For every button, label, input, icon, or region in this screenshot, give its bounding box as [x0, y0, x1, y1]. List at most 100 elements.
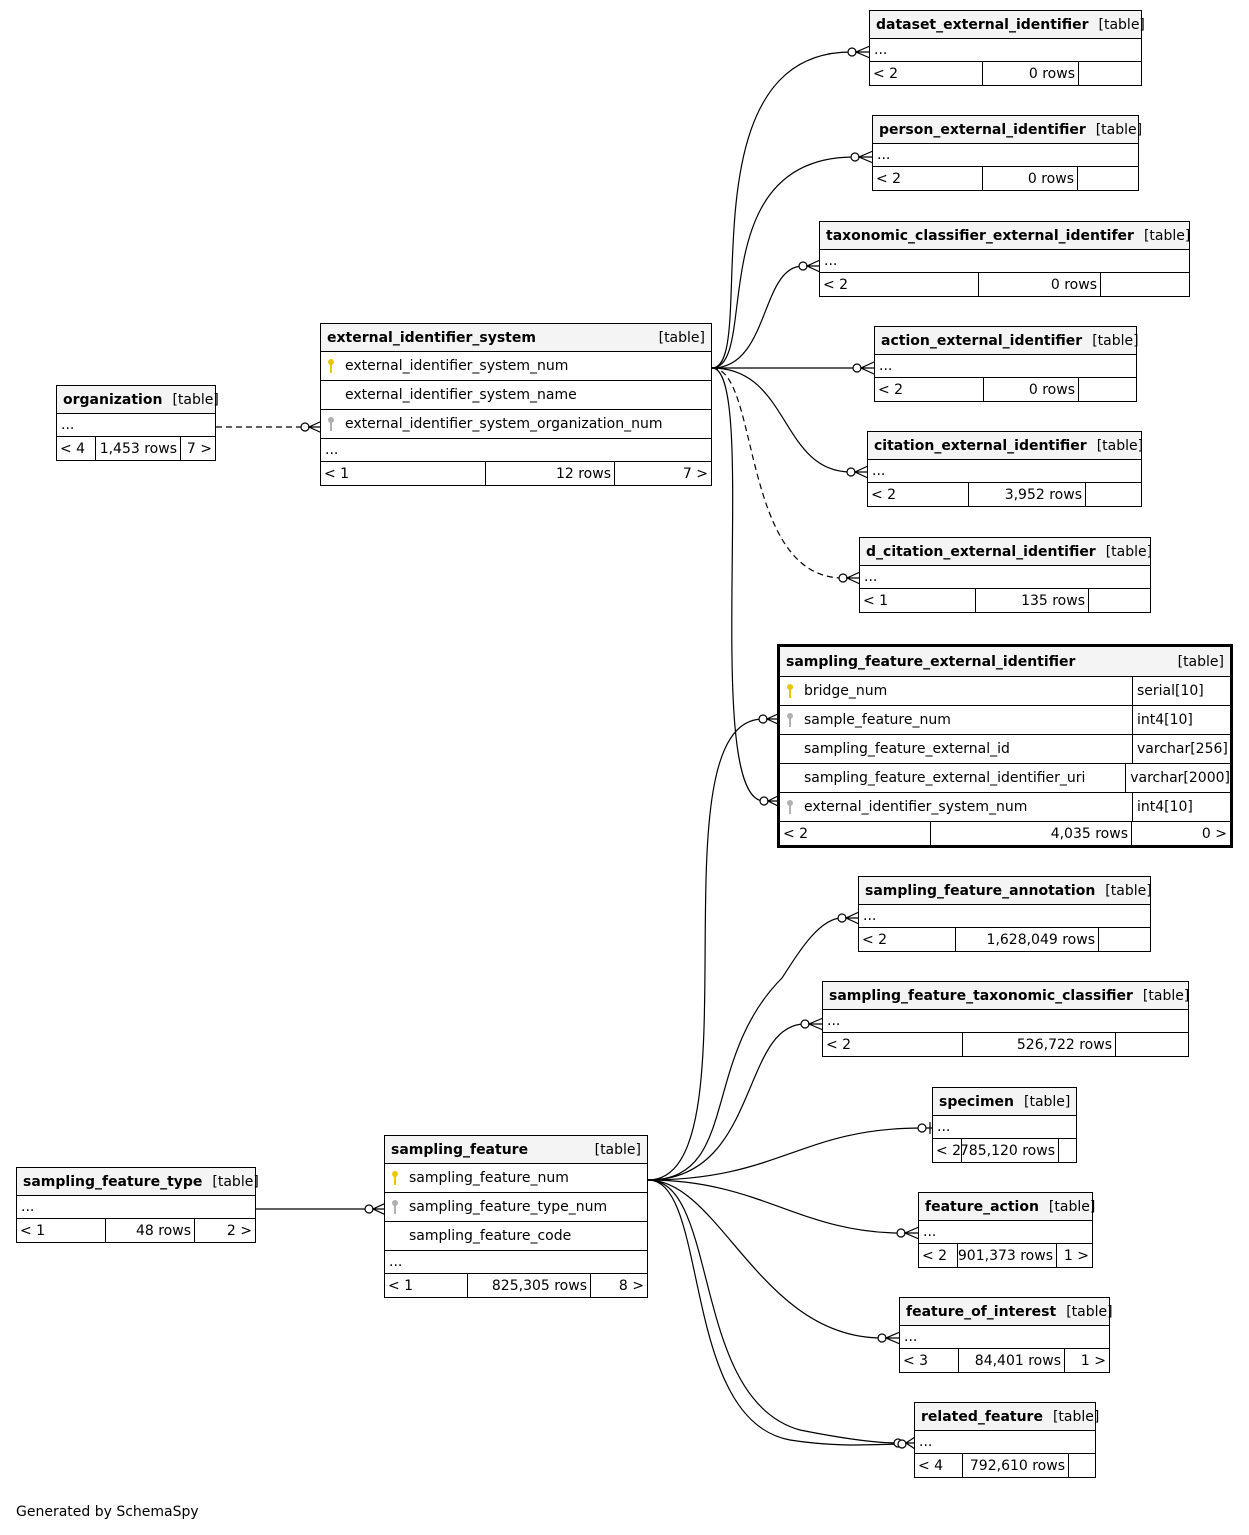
more-columns: ...	[919, 1221, 1092, 1244]
column-name: external_identifier_system_num	[804, 799, 1028, 815]
parents-count: < 2	[862, 931, 888, 948]
table-d-citation-external-identifier[interactable]: d_citation_external_identifier[table] ..…	[859, 537, 1153, 613]
children-count	[1079, 378, 1136, 401]
row-count: 1,628,049 rows	[955, 928, 1099, 951]
column-row: external_identifier_system_num	[321, 352, 711, 381]
parents-count: < 1	[20, 1222, 46, 1239]
more-columns: ...	[859, 905, 1150, 928]
row-count: 825,305 rows	[467, 1274, 591, 1297]
column-name: external_identifier_system_organization_…	[345, 416, 663, 432]
parents-count: < 2	[873, 65, 899, 82]
table-action-external-identifier[interactable]: action_external_identifier[table] ... < …	[874, 326, 1139, 402]
column-type: varchar[256]	[1132, 735, 1230, 763]
more-columns: ...	[823, 1010, 1188, 1033]
row-count: 0 rows	[978, 273, 1101, 296]
row-count: 1,453 rows	[95, 437, 181, 460]
more-columns: ...	[933, 1116, 1076, 1139]
column-name: sampling_feature_external_identifier_uri	[804, 770, 1086, 786]
column-row: external_identifier_system_organization_…	[321, 410, 711, 439]
table-kind: [table]	[1098, 16, 1145, 33]
table-name: sampling_feature_external_identifier	[786, 653, 1076, 670]
table-kind: [table]	[1092, 332, 1139, 349]
more-columns: ...	[900, 1326, 1109, 1349]
edge-sf-related1	[647, 1179, 899, 1444]
table-sampling-feature-annotation[interactable]: sampling_feature_annotation [table] ... <…	[858, 876, 1152, 952]
row-count: 0 rows	[983, 378, 1079, 401]
table-name: external_identifier_system	[327, 329, 536, 346]
children-count	[1116, 1033, 1188, 1056]
children-count: 7 >	[682, 465, 708, 482]
children-count: 1 >	[1063, 1247, 1089, 1264]
table-kind: [table]	[1105, 882, 1152, 899]
row-count: 84,401 rows	[958, 1349, 1065, 1372]
table-sampling-feature[interactable]: sampling_feature[table] sampling_feature…	[384, 1135, 648, 1298]
table-sampling-feature-external-identifier[interactable]: sampling_feature_external_identifier [tab…	[777, 644, 1233, 848]
table-name: related_feature	[921, 1408, 1043, 1425]
edge-sf-featureaction	[647, 1179, 902, 1234]
parents-count: < 1	[324, 465, 350, 482]
table-name: sampling_feature_annotation	[865, 882, 1096, 899]
parents-count: < 3	[903, 1352, 929, 1369]
children-count	[1069, 1454, 1095, 1477]
edge-sf-annotation	[647, 917, 843, 1181]
children-count	[1078, 167, 1138, 190]
foreign-key-icon	[392, 1200, 398, 1214]
parents-count: < 2	[936, 1142, 962, 1159]
column-row: sampling_feature_code	[385, 1222, 647, 1251]
more-columns: ...	[820, 250, 1189, 273]
more-columns: ...	[873, 144, 1138, 167]
table-name: dataset_external_identifier	[876, 16, 1089, 33]
table-taxonomic-classifier-external-identifer[interactable]: taxonomic_classifier_external_identifer[…	[819, 221, 1190, 297]
more-columns: ...	[868, 460, 1141, 483]
row-count: 3,952 rows	[968, 483, 1086, 506]
table-name: sampling_feature	[391, 1141, 529, 1158]
children-count	[1079, 62, 1141, 85]
children-count: 1 >	[1080, 1352, 1106, 1369]
table-kind: [table]	[1095, 121, 1143, 138]
edge-sf-sfei	[647, 718, 764, 1181]
edge-eis-person	[711, 156, 855, 369]
table-dataset-external-identifier[interactable]: dataset_external_identifier[table] ... <…	[869, 10, 1145, 86]
parents-count: < 2	[823, 276, 849, 293]
table-person-external-identifier[interactable]: person_external_identifier[table] ... < …	[872, 115, 1143, 191]
generated-by-footer: Generated by SchemaSpy	[16, 1504, 199, 1520]
column-name: sample_feature_num	[804, 712, 951, 728]
table-external-identifier-system[interactable]: external_identifier_system [table] extern…	[320, 323, 712, 486]
table-name: person_external_identifier	[879, 121, 1086, 138]
parents-count: < 2	[878, 381, 904, 398]
row-count: 785,120 rows	[960, 1139, 1059, 1162]
table-kind: [table]	[1024, 1093, 1071, 1110]
edge-sf-featureinterest	[647, 1179, 883, 1339]
children-count	[1089, 589, 1150, 612]
edge-sf-specimen	[647, 1127, 923, 1181]
table-kind: [table]	[1177, 653, 1224, 670]
table-kind: [table]	[1105, 543, 1153, 560]
parents-count: < 2	[871, 486, 897, 503]
table-name: action_external_identifier	[881, 332, 1083, 349]
table-name: feature_of_interest	[906, 1303, 1057, 1320]
primary-key-icon	[392, 1171, 398, 1185]
table-kind: [table]	[658, 329, 705, 346]
table-name: sampling_feature_type	[23, 1173, 203, 1190]
table-sampling-feature-taxonomic-classifier[interactable]: sampling_feature_taxonomic_classifier[ta…	[822, 981, 1189, 1057]
more-columns: ...	[57, 414, 215, 437]
foreign-key-icon	[787, 713, 793, 727]
table-citation-external-identifier[interactable]: citation_external_identifier[table] ... …	[867, 431, 1143, 507]
column-type: varchar[2000]	[1125, 764, 1230, 792]
column-name: sampling_feature_num	[409, 1170, 569, 1186]
row-count: 12 rows	[485, 462, 615, 485]
column-name: bridge_num	[804, 683, 888, 699]
foreign-key-icon	[787, 800, 793, 814]
table-kind: [table]	[1142, 987, 1190, 1004]
